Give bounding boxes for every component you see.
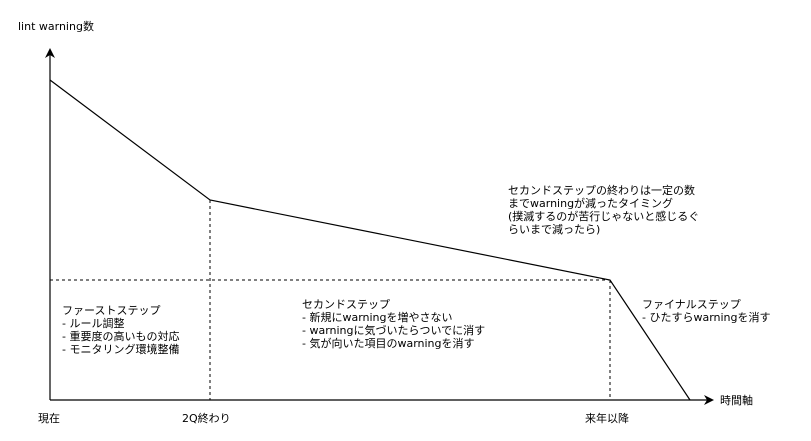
phase-title: ファーストステップ (62, 304, 161, 317)
y-axis-label: lint warning数 (18, 20, 94, 33)
phase-item: - 重要度の高いもの対応 (62, 330, 180, 343)
second-step-end-annotation: セカンドステップの終わりは一定の数 までwarningが減ったタイミング (撲滅… (508, 184, 699, 236)
annotation-line: (撲滅するのが苦行じゃないと感じるぐ (508, 210, 700, 223)
phase-item: - warningに気づいたらついでに消す (302, 324, 486, 337)
x-axis-label: 時間軸 (720, 394, 753, 407)
phase-second-step: セカンドステップ - 新規にwarningを増やさない - warningに気づ… (302, 298, 485, 350)
phase-item: - ルール調整 (62, 317, 125, 330)
x-tick-now: 現在 (38, 412, 60, 425)
x-tick-2q-end: 2Q終わり (182, 412, 231, 425)
phase-item: - モニタリング環境整備 (62, 343, 180, 356)
phase-item: - 気が向いた項目のwarningを消す (302, 337, 475, 350)
phase-item: - 新規にwarningを増やさない (302, 311, 453, 324)
annotation-line: セカンドステップの終わりは一定の数 (508, 184, 695, 197)
phase-final-step: ファイナルステップ - ひたすらwarningを消す (642, 298, 771, 324)
annotation-line: までwarningが減ったタイミング (508, 197, 674, 210)
x-tick-next-year: 来年以降 (585, 412, 629, 425)
phase-first-step: ファーストステップ - ルール調整 - 重要度の高いもの対応 - モニタリング環… (62, 304, 179, 356)
phase-item: - ひたすらwarningを消す (642, 311, 771, 324)
annotation-line: らいまで減ったら) (508, 223, 601, 236)
phase-title: ファイナルステップ (642, 298, 741, 311)
warning-trend-line (49, 79, 691, 401)
phase-title: セカンドステップ (302, 298, 390, 311)
